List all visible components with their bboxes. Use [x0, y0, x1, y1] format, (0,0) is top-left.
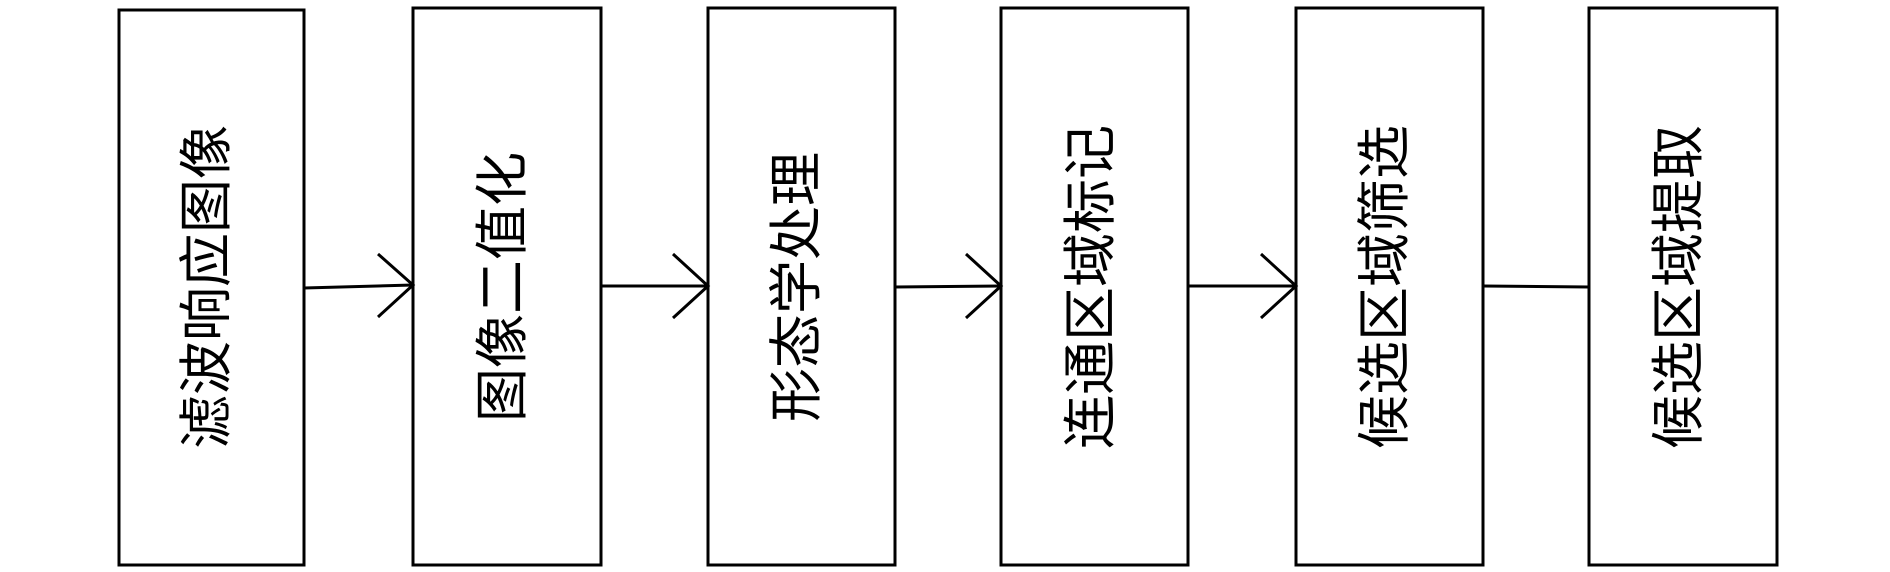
arrowhead-icon [671, 252, 711, 320]
flow-step-box [999, 6, 1190, 567]
flow-step-box [117, 8, 306, 567]
connector-line [894, 284, 1002, 289]
flow-step-label: 图像二值化 [471, 152, 534, 422]
flow-connector-3 [894, 252, 1004, 320]
flow-step-box [1294, 6, 1485, 567]
flow-connector-1 [303, 252, 416, 319]
arrowhead-icon [1259, 252, 1299, 320]
flow-step-1: 滤波响应图像 [117, 8, 306, 567]
flow-step-box [411, 6, 603, 567]
connector-line [1482, 284, 1590, 289]
arrowhead-icon [376, 252, 416, 319]
flow-step-label: 候选区域筛选 [1353, 125, 1416, 449]
flow-step-label: 候选区域提取 [1647, 125, 1710, 449]
flow-connector-2 [601, 252, 711, 320]
flow-step-label: 连通区域标记 [1059, 125, 1122, 449]
flow-connector-4 [1188, 252, 1299, 320]
arrowhead-icon [964, 252, 1004, 320]
flow-step-3: 形态学处理 [706, 6, 897, 567]
flow-step-4: 连通区域标记 [999, 6, 1190, 567]
flow-step-2: 图像二值化 [411, 6, 603, 567]
flow-step-label: 形态学处理 [765, 152, 828, 422]
connector-line [303, 283, 414, 290]
flow-step-box [706, 6, 897, 567]
flow-step-6: 候选区域提取 [1587, 6, 1779, 567]
flow-step-box [1587, 6, 1779, 567]
flow-step-5: 候选区域筛选 [1294, 6, 1485, 567]
flow-step-label: 滤波响应图像 [175, 125, 238, 449]
flow-connector-5 [1482, 284, 1590, 289]
